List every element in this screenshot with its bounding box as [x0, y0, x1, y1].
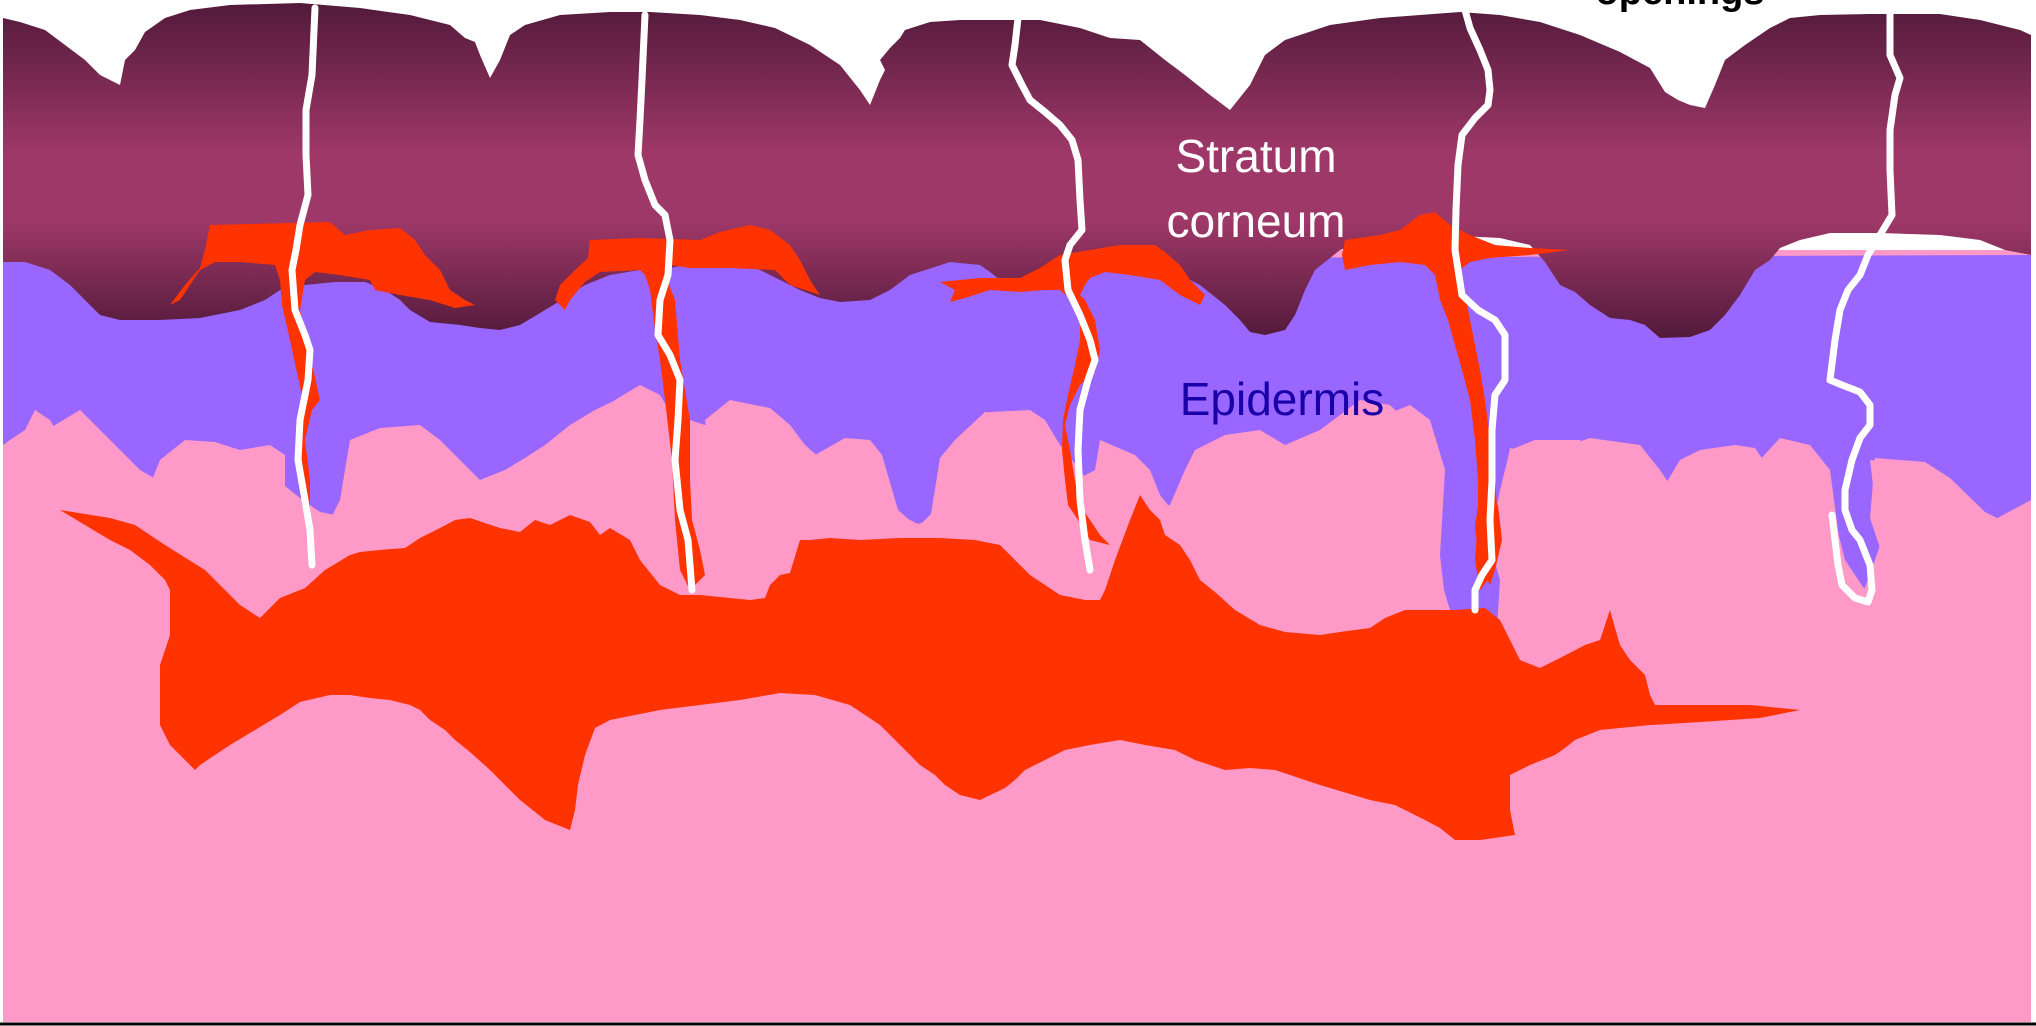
- epidermis-label: Epidermis: [1180, 373, 1385, 425]
- stratum-corneum-label-line2: corneum: [1167, 195, 1346, 247]
- openings-label: openings: [1596, 0, 1765, 13]
- stratum-corneum-label-line1: Stratum: [1175, 130, 1336, 182]
